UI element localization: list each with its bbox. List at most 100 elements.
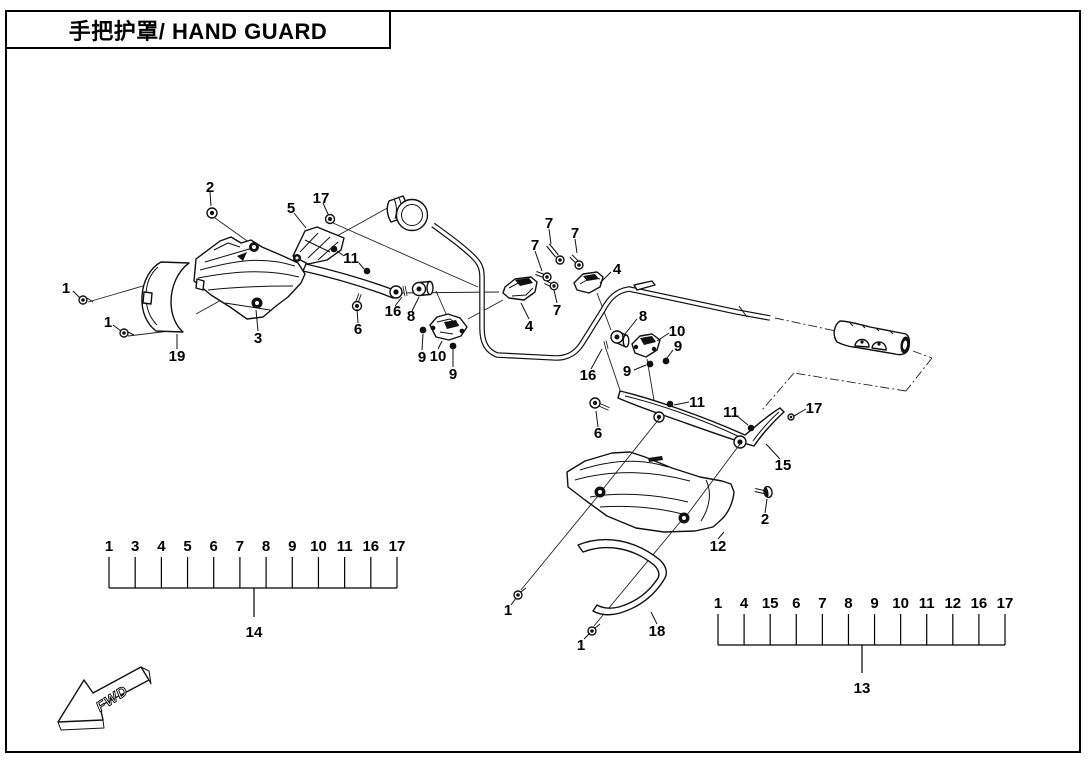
callout-18: 18 bbox=[649, 623, 666, 640]
callout-1: 1 bbox=[577, 637, 585, 654]
alignment-dash-lines bbox=[761, 317, 933, 411]
page-border bbox=[5, 10, 1081, 753]
comb-14-item-10: 10 bbox=[310, 538, 327, 555]
comb-13-item-7: 7 bbox=[818, 595, 826, 612]
bolt-6-right bbox=[589, 397, 610, 411]
comb-14-item-1: 1 bbox=[105, 538, 113, 555]
callout-12: 12 bbox=[710, 538, 727, 555]
page-title: 手把护罩/ HAND GUARD bbox=[68, 18, 328, 44]
comb-14-item-9: 9 bbox=[288, 538, 296, 555]
pin-16-right bbox=[603, 340, 609, 350]
callout-7: 7 bbox=[553, 302, 561, 319]
callout-8: 8 bbox=[407, 308, 415, 325]
callout-2: 2 bbox=[206, 179, 214, 196]
comb-14-item-16: 16 bbox=[362, 538, 379, 555]
comb-14-item-6: 6 bbox=[210, 538, 218, 555]
callout-7: 7 bbox=[531, 237, 539, 254]
handlebar-seat-mark bbox=[633, 280, 656, 291]
comb-14-item-17: 17 bbox=[389, 538, 406, 555]
callout-1: 1 bbox=[104, 314, 112, 331]
bolt-11-right-a bbox=[666, 400, 674, 408]
nut-17-left bbox=[324, 213, 336, 225]
comb-14-item-11: 11 bbox=[337, 538, 353, 555]
construction-lines-back bbox=[87, 205, 933, 413]
callout-11: 11 bbox=[343, 250, 359, 267]
callout-7: 7 bbox=[571, 225, 579, 242]
callout-3: 3 bbox=[254, 330, 262, 347]
clamp-4-left bbox=[502, 276, 538, 301]
screw-2-right bbox=[754, 485, 773, 499]
bolt-7-b bbox=[535, 271, 552, 282]
comb-13-item-9: 9 bbox=[870, 595, 878, 612]
grip bbox=[833, 320, 911, 356]
bolt-7-a bbox=[546, 243, 565, 265]
spacer-8-left bbox=[411, 280, 434, 297]
comb-13-item-8: 8 bbox=[844, 595, 852, 612]
bolt-11-left-dots bbox=[330, 245, 371, 275]
spacer-8-right bbox=[610, 330, 630, 348]
screw-1-left-upper bbox=[78, 295, 94, 305]
pin-16-left bbox=[402, 285, 408, 297]
leader-lines bbox=[72, 191, 807, 640]
title-box: 手把护罩/ HAND GUARD bbox=[5, 10, 391, 49]
comb-13-item-10: 10 bbox=[892, 595, 909, 612]
comb-13-item-15: 15 bbox=[762, 595, 779, 612]
callout-19: 19 bbox=[169, 348, 186, 365]
comb-13-item-17: 17 bbox=[997, 595, 1014, 612]
clamp-10-right bbox=[631, 333, 661, 358]
part-15-guard-bracket-right bbox=[617, 390, 785, 449]
screw-1-left-lower bbox=[119, 328, 135, 338]
callout-8: 8 bbox=[639, 308, 647, 325]
nut-9-right-a bbox=[662, 357, 670, 365]
callout-6: 6 bbox=[594, 425, 602, 442]
callout-9: 9 bbox=[449, 366, 457, 383]
callout-16: 16 bbox=[385, 303, 402, 320]
callout-10: 10 bbox=[430, 348, 447, 365]
callout-15: 15 bbox=[775, 457, 792, 474]
comb-13-item-4: 4 bbox=[740, 595, 749, 612]
comb-14-item-5: 5 bbox=[183, 538, 191, 555]
callout-6: 6 bbox=[354, 321, 362, 338]
callout-9: 9 bbox=[623, 363, 631, 380]
comb-14-item-3: 3 bbox=[131, 538, 139, 555]
callout-17: 17 bbox=[313, 190, 330, 207]
callout-11: 11 bbox=[723, 404, 739, 421]
callout-1: 1 bbox=[62, 280, 70, 297]
bolt-11-right-b bbox=[747, 424, 755, 432]
callout-17: 17 bbox=[806, 400, 823, 417]
nut-9-right-b bbox=[646, 360, 654, 368]
screw-1-right-a bbox=[513, 587, 527, 600]
bolt-7-d bbox=[544, 280, 559, 291]
comb-group-label-13: 13 bbox=[854, 680, 871, 697]
callout-7: 7 bbox=[545, 215, 553, 232]
callout-9: 9 bbox=[674, 338, 682, 355]
callout-4: 4 bbox=[525, 318, 534, 335]
part-12-hand-guard-right bbox=[566, 451, 735, 533]
comb-13-item-16: 16 bbox=[971, 595, 988, 612]
screw-2-left bbox=[206, 207, 218, 219]
comb-group-label-14: 14 bbox=[246, 624, 263, 641]
bolt-6-left bbox=[351, 293, 363, 312]
callout-4: 4 bbox=[613, 261, 622, 278]
comb-13-item-6: 6 bbox=[792, 595, 800, 612]
callout-16: 16 bbox=[580, 367, 597, 384]
callout-10: 10 bbox=[669, 323, 686, 340]
callout-11: 11 bbox=[689, 394, 705, 411]
callout-5: 5 bbox=[287, 200, 295, 217]
comb-14-item-8: 8 bbox=[262, 538, 270, 555]
comb-14-item-7: 7 bbox=[236, 538, 244, 555]
clamp-10-left bbox=[429, 313, 468, 341]
clamp-4-right bbox=[573, 271, 604, 294]
construction-lines-front bbox=[520, 418, 741, 627]
nut-9-left-b bbox=[449, 342, 457, 350]
part-3-hand-guard-left bbox=[193, 236, 306, 320]
comb-13-item-11: 11 bbox=[919, 595, 935, 612]
bolt-7-c bbox=[569, 254, 584, 270]
part-19-inner-guard bbox=[141, 261, 190, 333]
callout-2: 2 bbox=[761, 511, 769, 528]
callout-9: 9 bbox=[418, 349, 426, 366]
